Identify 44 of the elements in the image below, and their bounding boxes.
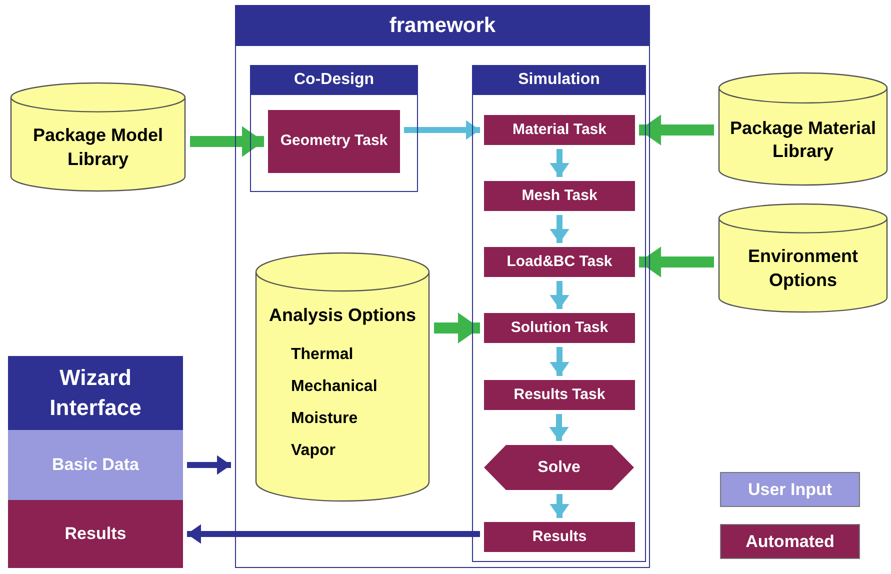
- legend-swatch: User Input: [720, 472, 860, 507]
- task-box: Geometry Task: [268, 110, 400, 173]
- arrow: [550, 149, 570, 177]
- cylinder-label: Package Model Library: [32, 124, 164, 171]
- arrow: [639, 114, 714, 146]
- task-box: Results Task: [484, 380, 635, 410]
- arrow: [550, 347, 570, 376]
- database-cylinder: [10, 82, 186, 192]
- wizard-panel: Basic Data: [8, 430, 183, 500]
- arrow: [190, 126, 264, 157]
- database-cylinder: [718, 72, 888, 186]
- arrow: [639, 246, 714, 278]
- framework-heading: framework: [235, 5, 650, 46]
- legend-swatch: Automated: [720, 524, 860, 559]
- task-box: Solution Task: [484, 313, 635, 343]
- arrow: [550, 281, 570, 309]
- arrow: [550, 494, 570, 518]
- group-heading: Simulation: [472, 65, 646, 95]
- cylinder-heading: Analysis Options: [268, 304, 416, 327]
- task-box: Results: [484, 522, 635, 552]
- database-cylinder: [718, 203, 888, 313]
- arrow: [404, 120, 480, 140]
- cylinder-label: Environment Options: [746, 245, 859, 292]
- wizard-panel: Results: [8, 500, 183, 568]
- arrow: [549, 414, 569, 441]
- task-box: Material Task: [484, 115, 635, 145]
- group-box: [472, 65, 646, 562]
- wizard-header: Wizard Interface: [8, 356, 183, 430]
- group-heading: Co-Design: [250, 65, 418, 95]
- task-box: Load&BC Task: [484, 247, 635, 277]
- arrow: [187, 455, 231, 475]
- option-text: Mechanical: [291, 377, 378, 398]
- decision-hexagon: Solve: [484, 445, 634, 490]
- cylinder-label: Package Material Library: [728, 116, 878, 163]
- arrow: [187, 524, 480, 544]
- task-box: Mesh Task: [484, 181, 635, 211]
- option-text: Thermal: [291, 345, 354, 366]
- framework-box: [235, 5, 650, 568]
- option-text: Vapor: [291, 441, 336, 462]
- option-text: Moisture: [291, 409, 358, 430]
- arrow: [434, 312, 480, 344]
- group-box: [250, 65, 418, 192]
- arrow: [550, 215, 570, 243]
- database-cylinder: [255, 252, 430, 502]
